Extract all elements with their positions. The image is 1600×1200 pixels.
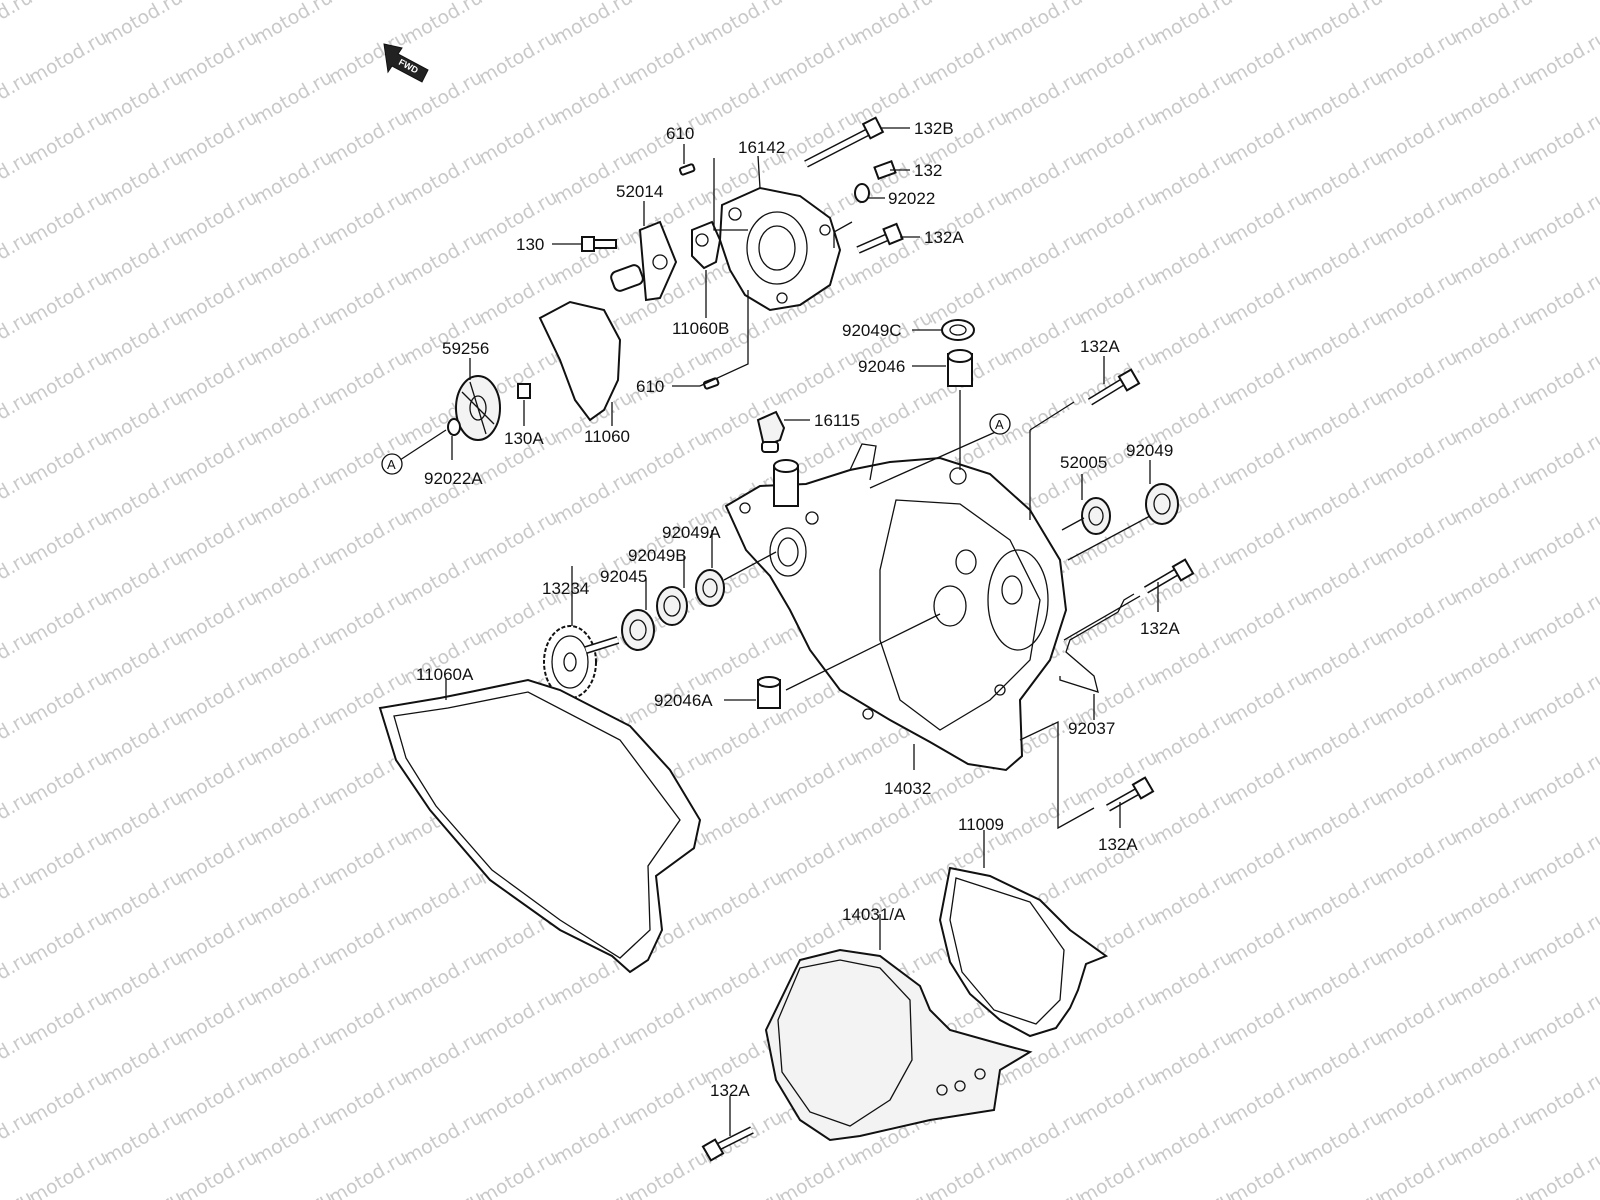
svg-text:A: A xyxy=(995,417,1004,432)
label-610-bottom: 610 xyxy=(636,377,664,396)
label-13234: 13234 xyxy=(542,579,589,598)
label-14032: 14032 xyxy=(884,779,931,798)
bolt-130a xyxy=(517,383,531,399)
label-132b: 132B xyxy=(914,119,954,138)
label-11009: 11009 xyxy=(958,815,1004,834)
label-92022: 92022 xyxy=(888,189,935,208)
bearing-92046a xyxy=(757,676,781,709)
label-92046: 92046 xyxy=(858,357,905,376)
gasket-11009 xyxy=(938,866,1109,1038)
water-pump-cover xyxy=(718,186,842,312)
oil-seal-92049 xyxy=(1145,483,1179,525)
label-92049a: 92049A xyxy=(662,523,721,542)
bolt-130 xyxy=(581,236,617,252)
bolt-132 xyxy=(873,160,897,180)
leader-lines xyxy=(399,127,1159,1136)
label-132a-top: 132A xyxy=(924,228,964,247)
fwd-arrow-icon: FWD xyxy=(383,43,429,83)
bolt-132a-right xyxy=(1087,368,1141,406)
label-11060b: 11060B xyxy=(672,319,729,338)
label-14031a: 14031/A xyxy=(842,905,906,924)
dowel-610-bottom xyxy=(702,377,720,390)
gasket-11060a xyxy=(378,678,702,974)
label-130: 130 xyxy=(516,235,544,254)
oil-seal-92049a xyxy=(695,569,725,607)
bearing-92046 xyxy=(947,349,973,387)
gear-13234 xyxy=(543,625,620,699)
impeller-59256 xyxy=(455,375,501,441)
label-132a-mid: 132A xyxy=(1140,619,1180,638)
bearing-52005 xyxy=(1081,497,1111,535)
washer-92022a xyxy=(447,418,461,436)
ref-marker-a-left: A xyxy=(381,453,403,475)
label-59256: 59256 xyxy=(442,339,489,358)
bolt-132b xyxy=(804,116,885,168)
label-92049: 92049 xyxy=(1126,441,1173,460)
clutch-cover-14032 xyxy=(724,443,1068,772)
part-labels: 610 16142 132B 132 92022 52014 130 132A … xyxy=(416,119,1180,1100)
label-132a-bottom: 132A xyxy=(710,1081,750,1100)
gasket-11060 xyxy=(538,300,622,422)
label-92037: 92037 xyxy=(1068,719,1115,738)
label-52014: 52014 xyxy=(616,182,663,201)
pipe-52014 xyxy=(610,220,678,302)
label-11060a: 11060A xyxy=(416,665,474,684)
label-92046a: 92046A xyxy=(654,691,713,710)
label-132a-right: 132A xyxy=(1080,337,1120,356)
label-130a: 130A xyxy=(504,429,544,448)
label-16115: 16115 xyxy=(814,411,860,430)
bolt-132a-mid xyxy=(1143,558,1195,594)
dowel-610-top xyxy=(678,163,696,176)
label-610-top: 610 xyxy=(666,124,694,143)
oil-seal-92049b xyxy=(656,586,688,626)
label-11060: 11060 xyxy=(584,427,630,446)
bolt-132a-low xyxy=(1106,776,1155,812)
generator-cover-14031a xyxy=(764,948,1033,1142)
cap-16115 xyxy=(756,410,786,453)
washer-92022 xyxy=(854,183,870,203)
label-92049b: 92049B xyxy=(628,546,687,565)
clamp-92037 xyxy=(1059,593,1135,693)
label-92045: 92045 xyxy=(600,567,647,586)
ref-marker-a-right: A xyxy=(989,413,1011,435)
label-132a-low: 132A xyxy=(1098,835,1138,854)
bearing-92045 xyxy=(621,609,655,651)
label-132: 132 xyxy=(914,161,942,180)
label-16142: 16142 xyxy=(738,138,785,157)
bolt-132a-bottom xyxy=(701,1126,754,1162)
svg-text:A: A xyxy=(387,457,396,472)
label-92022a: 92022A xyxy=(424,469,483,488)
label-52005: 52005 xyxy=(1060,453,1107,472)
bolt-132a-top xyxy=(856,222,904,254)
oil-seal-92049c xyxy=(941,319,975,341)
label-92049c: 92049C xyxy=(842,321,902,340)
